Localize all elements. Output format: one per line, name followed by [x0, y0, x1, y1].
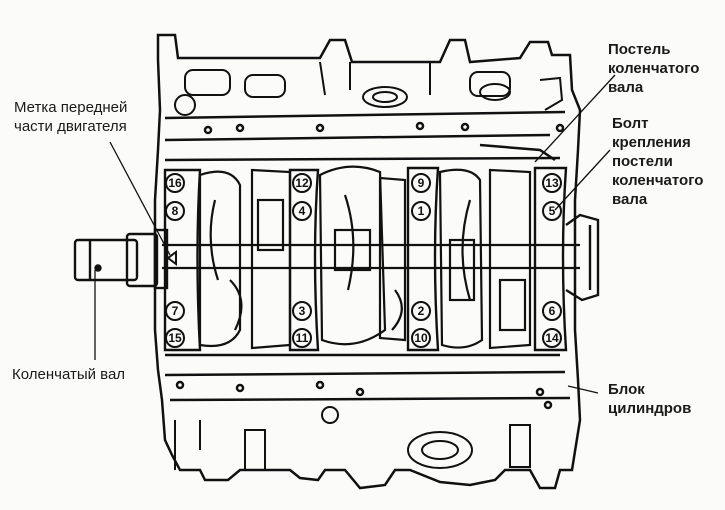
bolt-10 [411, 328, 431, 348]
lower-rail [164, 353, 571, 410]
bolt-num-2: 2 [418, 304, 425, 318]
bolt-2 [411, 301, 431, 321]
bolt-num-5: 5 [549, 204, 556, 218]
crankshaft-nose [73, 228, 169, 290]
upper-rail [164, 110, 566, 162]
bolt-num-11: 11 [296, 331, 309, 345]
bolt-1 [411, 201, 431, 221]
bolt-num-13: 13 [545, 176, 559, 190]
bottom-bosses [174, 406, 531, 471]
bolt-7 [165, 301, 185, 321]
bolt-num-15: 15 [168, 331, 182, 345]
bolt-13 [542, 173, 562, 193]
bolt-num-4: 4 [299, 204, 306, 218]
bolt-num-9: 9 [418, 176, 425, 190]
bolt-12 [292, 173, 312, 193]
leader-cap-bolt [554, 149, 611, 211]
label-front-mark: Метка передней части двигателя [14, 99, 128, 135]
crankshaft-drawing [162, 165, 580, 350]
rear-flange [565, 213, 600, 302]
bolt-num-6: 6 [549, 304, 556, 318]
bolt-4 [292, 201, 312, 221]
bolt-num-12: 12 [295, 176, 309, 190]
leader-front-mark [109, 141, 171, 256]
bolt-num-16: 16 [168, 176, 182, 190]
bolt-num-8: 8 [172, 204, 179, 218]
bolt-3 [292, 301, 312, 321]
bolt-num-1: 1 [418, 204, 425, 218]
cap-bolts [165, 173, 562, 348]
bolt-14 [542, 328, 562, 348]
bolt-8 [165, 201, 185, 221]
label-cylinder-block: Блок цилиндров [608, 381, 692, 417]
label-main-bearing-cap: Постель коленчатого вала [608, 41, 700, 96]
leader-cylinder-block [567, 385, 599, 394]
block-outline [153, 33, 582, 490]
bearing-caps [163, 166, 568, 352]
label-crankshaft: Коленчатый вал [12, 366, 126, 383]
front-mark-arrow [166, 250, 177, 266]
top-bosses [174, 61, 564, 116]
bolt-15 [165, 328, 185, 348]
bolt-num-7: 7 [172, 304, 179, 318]
bolt-16 [165, 173, 185, 193]
bolt-9 [411, 173, 431, 193]
callout-lines [94, 74, 616, 394]
bolt-num-3: 3 [299, 304, 306, 318]
bolt-11 [292, 328, 312, 348]
bolt-5 [542, 201, 562, 221]
leader-bearing-cap [534, 74, 616, 163]
bolt-numbers: 16 12 9 13 8 4 1 5 7 3 2 6 15 11 10 14 [168, 176, 559, 345]
bolt-num-14: 14 [545, 331, 559, 345]
label-cap-bolt: Болт крепления постели коленчатого вала [612, 115, 704, 208]
bolt-6 [542, 301, 562, 321]
bolt-num-10: 10 [414, 331, 428, 345]
